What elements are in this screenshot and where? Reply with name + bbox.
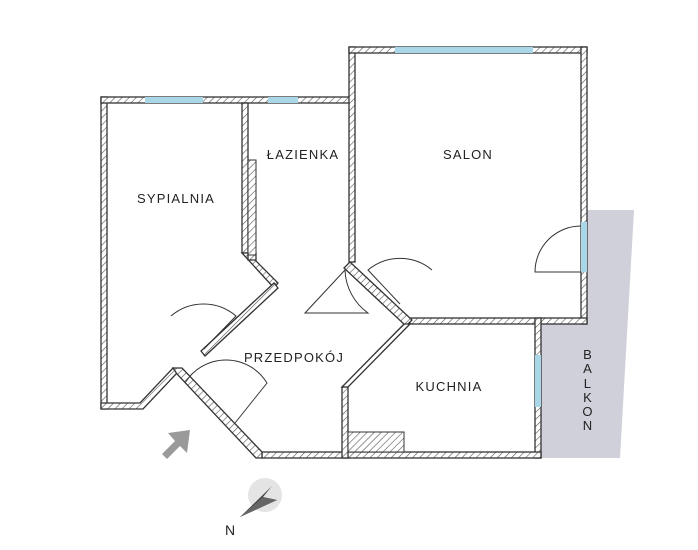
door-entrance xyxy=(184,359,268,424)
door-bedroom xyxy=(170,303,237,350)
balkon-letter: N xyxy=(583,418,594,433)
balkon-letter: L xyxy=(584,376,592,391)
door-salon-balcony xyxy=(534,225,582,273)
room-label-kuchnia: KUCHNIA xyxy=(416,379,483,394)
compass-needle-icon xyxy=(240,478,282,517)
room-label-balkon: B A L K O N xyxy=(582,347,594,433)
windows xyxy=(145,47,587,407)
balcony-area xyxy=(541,210,634,458)
walls xyxy=(100,46,588,459)
balkon-letter: K xyxy=(583,390,593,405)
room-label-sypialnia: SYPIALNIA xyxy=(137,191,215,206)
doors xyxy=(170,225,582,424)
door-bathroom xyxy=(303,268,370,314)
balkon-letter: B xyxy=(583,347,593,362)
balkon-letter: A xyxy=(583,361,593,376)
balkon-letter: O xyxy=(582,404,593,419)
room-label-przedpokoj: PRZEDPOKÓJ xyxy=(244,350,344,365)
door-salon xyxy=(367,257,433,305)
compass-label: N xyxy=(225,522,235,538)
room-label-salon: SALON xyxy=(443,147,493,162)
entrance-arrow-icon xyxy=(162,430,190,459)
room-label-lazienka: ŁAZIENKA xyxy=(267,147,339,162)
